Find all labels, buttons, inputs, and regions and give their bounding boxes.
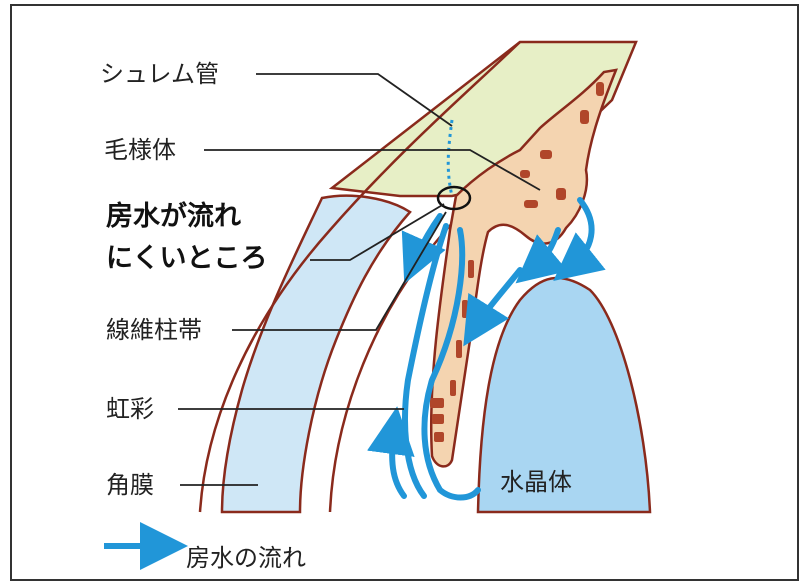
legend-label: 房水の流れ — [186, 544, 306, 572]
label-schlemm-canal: シュレム管 — [100, 60, 220, 88]
outer-outline — [198, 41, 521, 513]
leader-schlemm — [256, 73, 453, 127]
cornea-shape — [220, 194, 412, 514]
label-ciliary-body: 毛様体 — [104, 136, 176, 164]
trabecular-meshwork-ring — [436, 185, 472, 211]
label-cornea: 角膜 — [106, 471, 154, 499]
leader-hard-flow — [310, 203, 445, 261]
label-hard-flow-line1: 房水が流れ — [106, 201, 241, 232]
aqueous-flow-arrows — [367, 197, 606, 501]
ciliary-iris-tissue — [429, 68, 618, 468]
leader-lines — [178, 73, 541, 486]
label-lens: 水晶体 — [500, 468, 572, 496]
label-iris: 虹彩 — [106, 395, 154, 423]
leader-ciliary — [204, 149, 541, 191]
schlemm-canal — [446, 119, 454, 197]
label-hard-flow-line2: にくいところ — [106, 243, 268, 274]
diagram-frame — [10, 4, 799, 581]
label-trabecular-meshwork: 線維柱帯 — [106, 316, 202, 344]
leader-zonule — [232, 211, 447, 331]
